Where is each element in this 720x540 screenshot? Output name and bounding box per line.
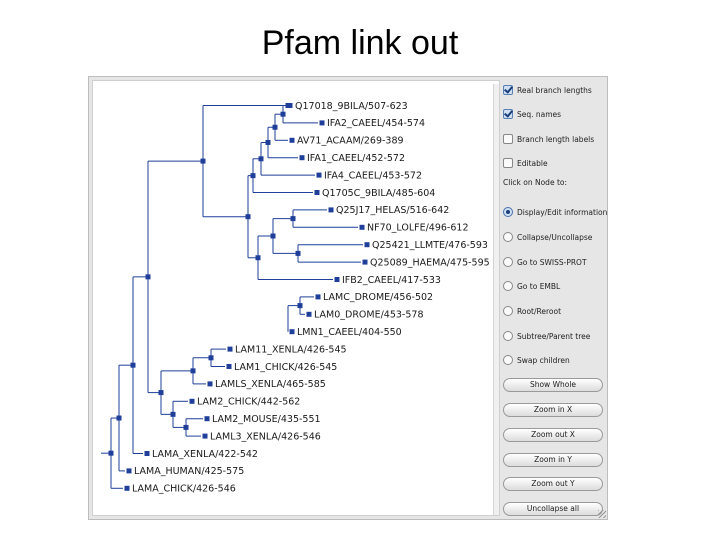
tree-leaf-node[interactable]	[359, 224, 365, 230]
tree-leaf-node[interactable]	[227, 346, 233, 352]
branch-length-labels-checkbox[interactable]: Branch length labels	[503, 132, 594, 146]
tree-leaf-label[interactable]: LAM2_MOUSE/435-551	[212, 414, 321, 425]
tree-leaf-node[interactable]	[126, 468, 132, 474]
tree-leaf-label[interactable]: Q25J17_HELAS/516-642	[336, 205, 449, 216]
radio-label: Go to EMBL	[517, 281, 561, 291]
radio-unselected-icon	[503, 281, 513, 291]
radio-selected-icon	[503, 207, 513, 217]
tree-leaf-label[interactable]: AV71_ACAAM/269-389	[297, 136, 404, 147]
tree-leaf-node[interactable]	[334, 277, 340, 282]
tree-leaf-node[interactable]	[287, 103, 293, 108]
tree-leaf-label[interactable]: LMN1_CAEEL/404-550	[297, 327, 402, 338]
tree-leaf-label[interactable]: LAM11_XENLA/426-545	[235, 344, 347, 355]
tree-leaf-node[interactable]	[364, 242, 370, 248]
radio-label: Root/Reroot	[517, 306, 562, 316]
tree-leaf-label[interactable]: LAMC_DROME/456-502	[323, 292, 433, 303]
tree-leaf-node[interactable]	[315, 294, 321, 300]
click-on-node-label: Click on Node to:	[503, 178, 567, 187]
tree-leaf-node[interactable]	[124, 485, 130, 491]
tree-leaf-node[interactable]	[306, 311, 312, 317]
vertical-scrollbar[interactable]	[493, 84, 499, 515]
editable-label: Editable	[517, 158, 548, 168]
checkbox-unchecked-icon	[503, 134, 513, 144]
seq-names-label: Seq. names	[517, 109, 562, 119]
tree-leaf-label[interactable]: NF70_LOLFE/496-612	[367, 223, 469, 234]
real-branch-lengths-label: Real branch lengths	[517, 85, 592, 95]
tree-leaf-label[interactable]: IFA4_CAEEL/453-572	[324, 170, 422, 181]
tree-leaf-node[interactable]	[289, 137, 295, 143]
tree-leaf-node[interactable]	[314, 190, 320, 195]
tree-leaf-label[interactable]: Q17018_9BILA/507-623	[295, 101, 408, 112]
zoom-in-x-button[interactable]: Zoom in X	[503, 403, 603, 417]
radio-label: Swap children	[517, 355, 570, 365]
radio-label: Collapse/Uncollapse	[517, 232, 593, 242]
radio-unselected-icon	[503, 355, 513, 365]
real-branch-lengths-checkbox[interactable]: Real branch lengths	[503, 83, 592, 97]
tree-leaf-label[interactable]: LAMA_XENLA/422-542	[152, 449, 258, 460]
tree-leaf-node[interactable]	[362, 259, 368, 265]
checkbox-checked-icon	[503, 85, 513, 95]
tree-leaf-node[interactable]	[299, 155, 305, 161]
radio-unselected-icon	[503, 232, 513, 242]
tree-leaf-node[interactable]	[144, 451, 150, 456]
radio-unselected-icon	[503, 331, 513, 341]
tree-leaf-label[interactable]: IFA2_CAEEL/454-574	[327, 118, 425, 129]
zoom-out-x-button[interactable]: Zoom out X	[503, 428, 603, 442]
show-whole-button[interactable]: Show Whole	[503, 378, 603, 392]
radio-go-to-embl[interactable]: Go to EMBL	[503, 279, 560, 293]
slide-title: Pfam link out	[261, 24, 459, 62]
tree-leaf-label[interactable]: Q25089_HAEMA/475-595	[370, 257, 490, 268]
phylogenetic-tree[interactable]: Q17018_9BILA/507-623IFA2_CAEEL/454-574AV…	[93, 81, 491, 516]
tree-leaf-label[interactable]: IFB2_CAEEL/417-533	[342, 275, 441, 286]
tree-leaf-node[interactable]	[204, 416, 210, 422]
resize-grip-icon[interactable]	[598, 510, 606, 518]
radio-root-reroot[interactable]: Root/Reroot	[503, 304, 561, 318]
branch-length-labels-label: Branch length labels	[517, 134, 595, 144]
tree-leaf-label[interactable]: LAMA_HUMAN/425-575	[134, 466, 244, 477]
tree-leaf-node[interactable]	[316, 172, 322, 178]
radio-collapse-uncollapse[interactable]: Collapse/Uncollapse	[503, 230, 592, 244]
tree-leaf-node[interactable]	[319, 120, 325, 126]
radio-label: Go to SWISS-PROT	[517, 257, 587, 267]
tree-leaf-node[interactable]	[202, 433, 208, 439]
radio-subtree-parent-tree[interactable]: Subtree/Parent tree	[503, 329, 590, 343]
radio-unselected-icon	[503, 257, 513, 267]
tree-leaf-node[interactable]	[189, 398, 195, 404]
tree-leaf-label[interactable]: LAM0_DROME/453-578	[314, 310, 424, 321]
radio-unselected-icon	[503, 306, 513, 316]
zoom-out-y-button[interactable]: Zoom out Y	[503, 477, 603, 491]
control-panel: Real branch lengths Seq. names Branch le…	[501, 77, 607, 521]
radio-swap-children[interactable]: Swap children	[503, 353, 570, 367]
tree-leaf-label[interactable]: LAM1_CHICK/426-545	[234, 362, 337, 373]
tree-leaf-label[interactable]: LAMA_CHICK/426-546	[132, 484, 236, 495]
editable-checkbox[interactable]: Editable	[503, 156, 548, 170]
tree-leaf-node[interactable]	[328, 207, 334, 213]
tree-leaf-node[interactable]	[207, 381, 213, 387]
tree-leaf-label[interactable]: LAML3_XENLA/426-546	[210, 431, 321, 442]
tree-leaf-label[interactable]: Q1705C_9BILA/485-604	[322, 188, 435, 199]
checkbox-checked-icon	[503, 109, 513, 119]
tree-leaf-label[interactable]: LAM2_CHICK/442-562	[197, 397, 300, 408]
seq-names-checkbox[interactable]: Seq. names	[503, 107, 561, 121]
radio-display-edit-information[interactable]: Display/Edit information	[503, 205, 607, 219]
tree-leaf-node[interactable]	[226, 364, 232, 369]
checkbox-unchecked-icon	[503, 158, 513, 168]
tree-leaf-label[interactable]: Q25421_LLMTE/476-593	[372, 240, 488, 251]
tree-leaf-label[interactable]: IFA1_CAEEL/452-572	[307, 153, 405, 164]
uncollapse-all-button[interactable]: Uncollapse all	[503, 502, 603, 516]
tree-leaf-label[interactable]: LAMLS_XENLA/465-585	[215, 379, 326, 390]
radio-label: Display/Edit information	[517, 207, 608, 217]
zoom-in-y-button[interactable]: Zoom in Y	[503, 453, 603, 467]
radio-go-to-swiss-prot[interactable]: Go to SWISS-PROT	[503, 255, 587, 269]
radio-label: Subtree/Parent tree	[517, 331, 591, 341]
tree-leaf-node[interactable]	[289, 329, 295, 335]
